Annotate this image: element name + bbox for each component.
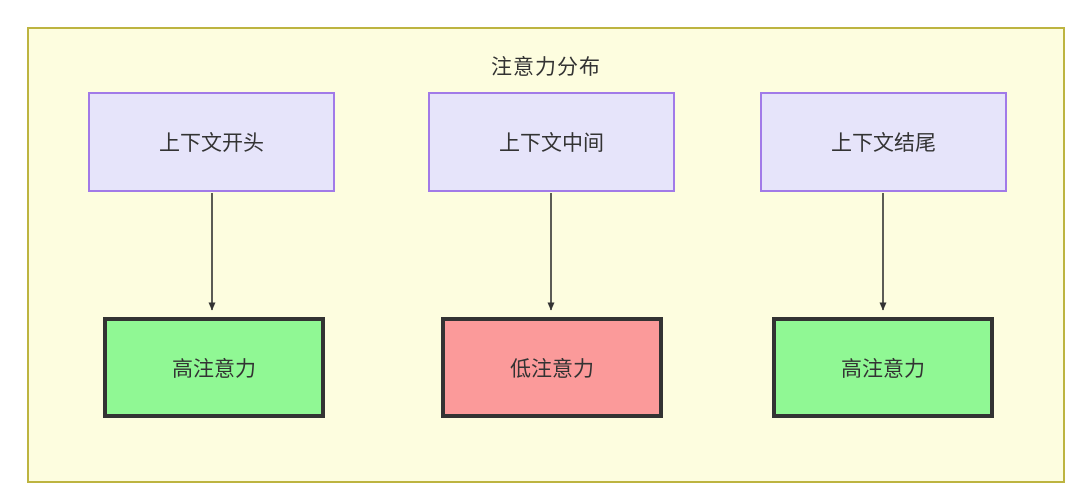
node-context-start[interactable]: 上下文开头 [88,92,335,192]
node-attention-end-label: 高注意力 [841,357,925,381]
diagram-title: 注意力分布 [491,56,601,79]
node-attention-middle[interactable]: 低注意力 [441,317,663,418]
node-attention-end[interactable]: 高注意力 [772,317,994,418]
node-context-end[interactable]: 上下文结尾 [760,92,1007,192]
node-context-end-label: 上下文结尾 [831,132,936,155]
node-attention-middle-label: 低注意力 [510,357,594,381]
node-context-middle[interactable]: 上下文中间 [428,92,675,192]
node-attention-start[interactable]: 高注意力 [103,317,325,418]
node-attention-start-label: 高注意力 [172,357,256,381]
node-context-start-label: 上下文开头 [159,132,264,155]
node-context-middle-label: 上下文中间 [499,132,604,155]
